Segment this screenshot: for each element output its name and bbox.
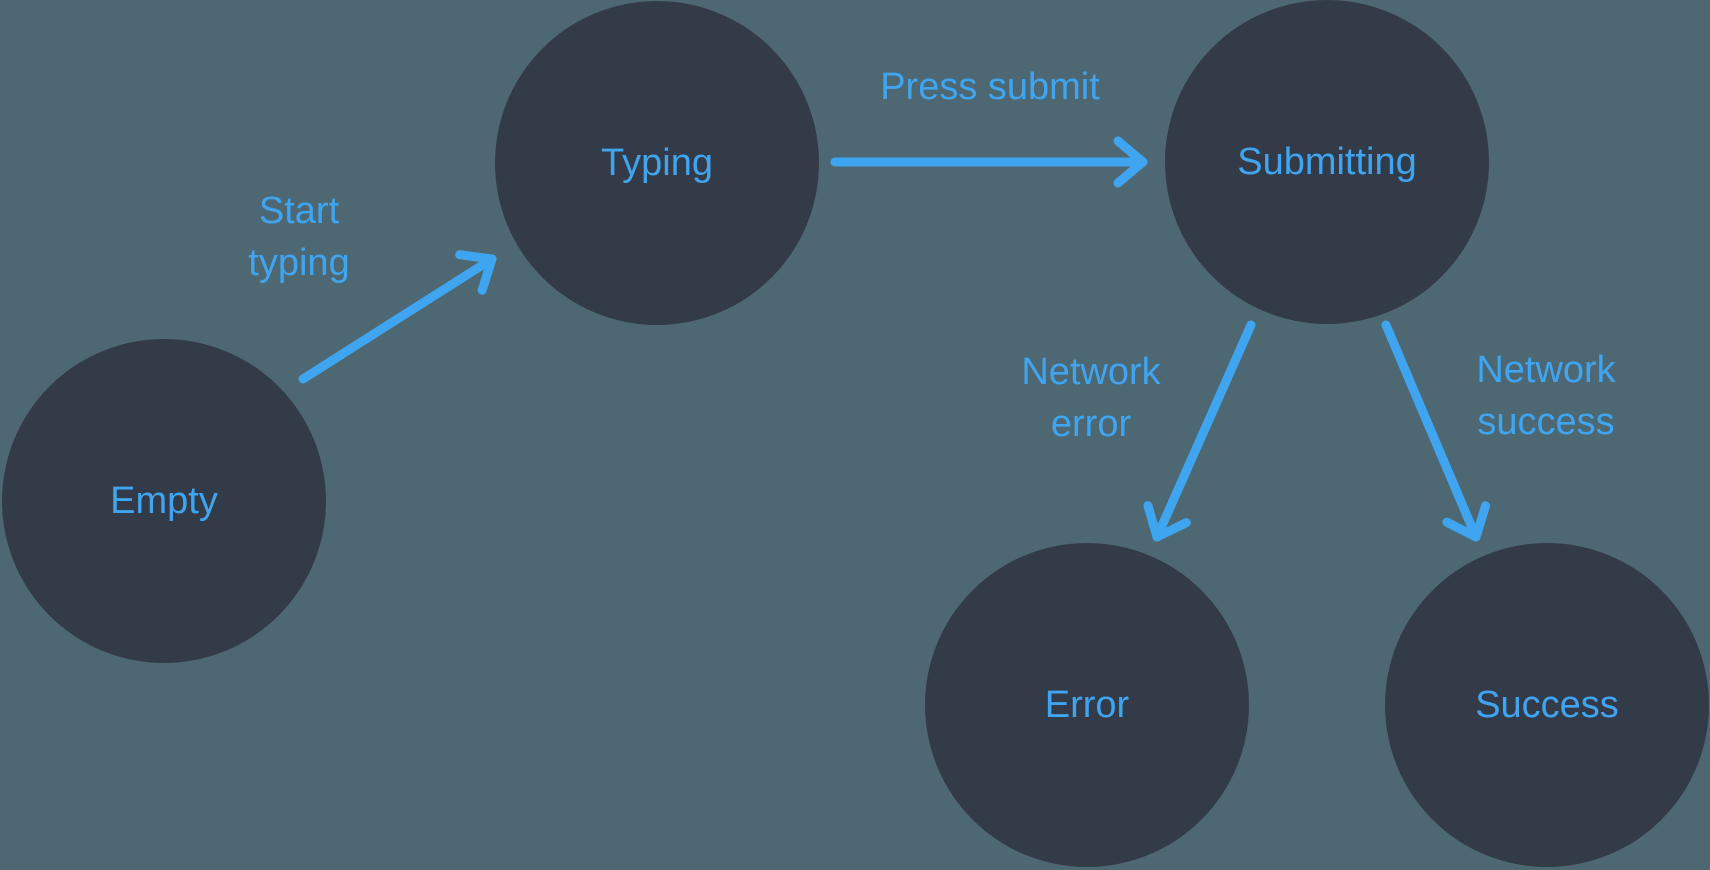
transition-label-line: Start	[258, 190, 340, 232]
transition-label-press-submit: Press submit	[840, 61, 1140, 113]
transition-arrow-start-typing	[298, 250, 497, 384]
state-label-empty: Empty	[110, 480, 218, 522]
state-label-error: Error	[1044, 684, 1130, 726]
transition-label-network-error: Network error	[971, 346, 1211, 450]
transition-label-start-typing: Start typing	[199, 185, 399, 289]
transition-label-line: Network	[1476, 349, 1616, 391]
transition-arrow-network-error	[1143, 320, 1256, 542]
transition-label-network-success: Network success	[1426, 344, 1666, 448]
transition-label-line: success	[1477, 401, 1615, 443]
transition-label-line: Network	[1021, 351, 1161, 393]
transition-label-line: typing	[248, 242, 350, 284]
state-node-success: Success	[1385, 543, 1709, 867]
transition-label-line: Press submit	[880, 66, 1100, 108]
transition-arrow-network-success	[1381, 320, 1491, 542]
transition-label-line: error	[1050, 403, 1132, 445]
state-label-submitting: Submitting	[1237, 141, 1417, 183]
state-node-submitting: Submitting	[1165, 0, 1489, 324]
state-label-typing: Typing	[601, 142, 713, 184]
state-node-typing: Typing	[495, 1, 819, 325]
state-node-empty: Empty	[2, 339, 326, 663]
state-label-success: Success	[1475, 684, 1619, 726]
state-node-error: Error	[925, 543, 1249, 867]
